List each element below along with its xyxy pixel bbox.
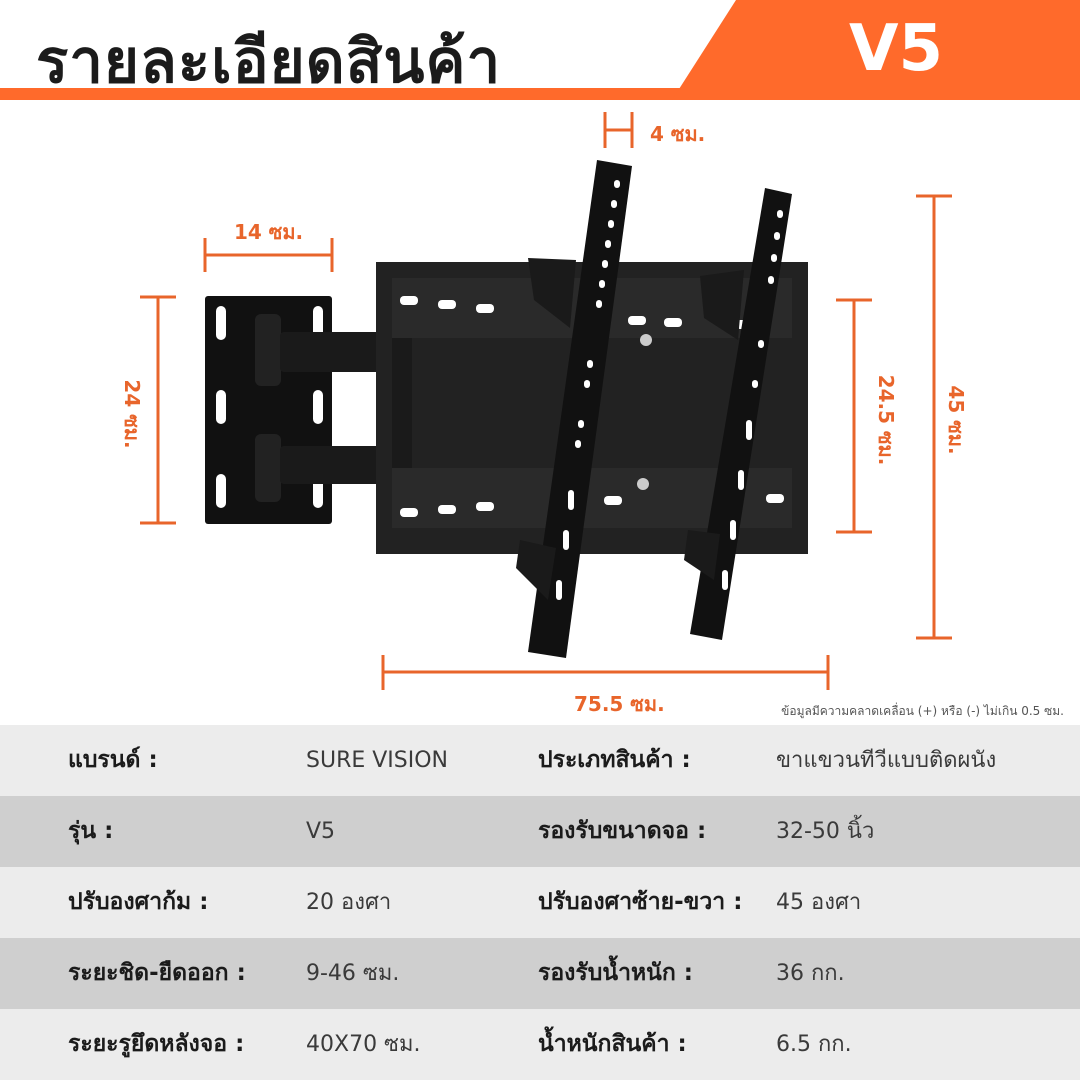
spec-value: 6.5 กก. [776,1032,852,1057]
dim-total-width: 75.5 ซม. [574,692,665,716]
spec-label: รองรับขนาดจอ : [538,818,707,844]
spec-label: แบรนด์ : [68,747,158,773]
spec-value: 45 องศา [776,890,862,915]
spec-value: 36 กก. [776,961,845,986]
header: รายละเอียดสินค้า V5 [0,0,1080,100]
spec-label: ระยะชิด-ยืดออก : [68,960,246,986]
spec-label: น้ำหนักสินค้า : [538,1031,687,1057]
spec-row: ระยะชิด-ยืดออก : 9-46 ซม. รองรับน้ำหนัก … [0,938,1080,1009]
spec-table: แบรนด์ : SURE VISION ประเภทสินค้า : ขาแข… [0,725,1080,1080]
spec-value: 32-50 นิ้ว [776,819,875,844]
spec-row: แบรนด์ : SURE VISION ประเภทสินค้า : ขาแข… [0,725,1080,796]
spec-label: ปรับองศาซ้าย-ขวา : [538,889,743,915]
spec-label: รุ่น : [68,818,114,844]
spec-label: ปรับองศาก้ม : [68,889,209,915]
spec-value: ขาแขวนทีวีแบบติดผนัง [776,748,997,773]
page-title: รายละเอียดสินค้า [36,27,502,97]
dim-wall-plate-height: 24 ซม. [120,379,144,449]
dim-total-height: 45 ซม. [944,385,968,455]
spec-value: V5 [306,819,336,844]
spec-label: ประเภทสินค้า : [538,747,691,773]
spec-label: รองรับน้ำหนัก : [538,960,694,986]
spec-row: รุ่น : V5 รองรับขนาดจอ : 32-50 นิ้ว [0,796,1080,867]
dim-frame-height: 24.5 ซม. [874,374,898,466]
dim-wall-plate-width: 14 ซม. [234,220,304,244]
spec-value: SURE VISION [306,748,449,773]
spec-row: ปรับองศาก้ม : 20 องศา ปรับองศาซ้าย-ขวา :… [0,867,1080,938]
dim-depth: 4 ซม. [650,122,706,146]
spec-value: 40X70 ซม. [306,1032,421,1057]
product-diagram: 4 ซม. 14 ซม. 24 ซม. 24.5 ซม. 45 ซม. 75.5… [0,100,1080,725]
spec-value: 9-46 ซม. [306,961,400,986]
model-badge [0,0,1080,100]
spec-value: 20 องศา [306,890,392,915]
tv-mount-illustration [140,112,952,690]
spec-label: ระยะรูยึดหลังจอ : [68,1031,245,1057]
spec-row: ระยะรูยึดหลังจอ : 40X70 ซม. น้ำหนักสินค้… [0,1009,1080,1080]
tolerance-note: ข้อมูลมีความคลาดเคลื่อน (+) หรือ (-) ไม่… [781,704,1064,718]
model-label: V5 [848,12,944,86]
